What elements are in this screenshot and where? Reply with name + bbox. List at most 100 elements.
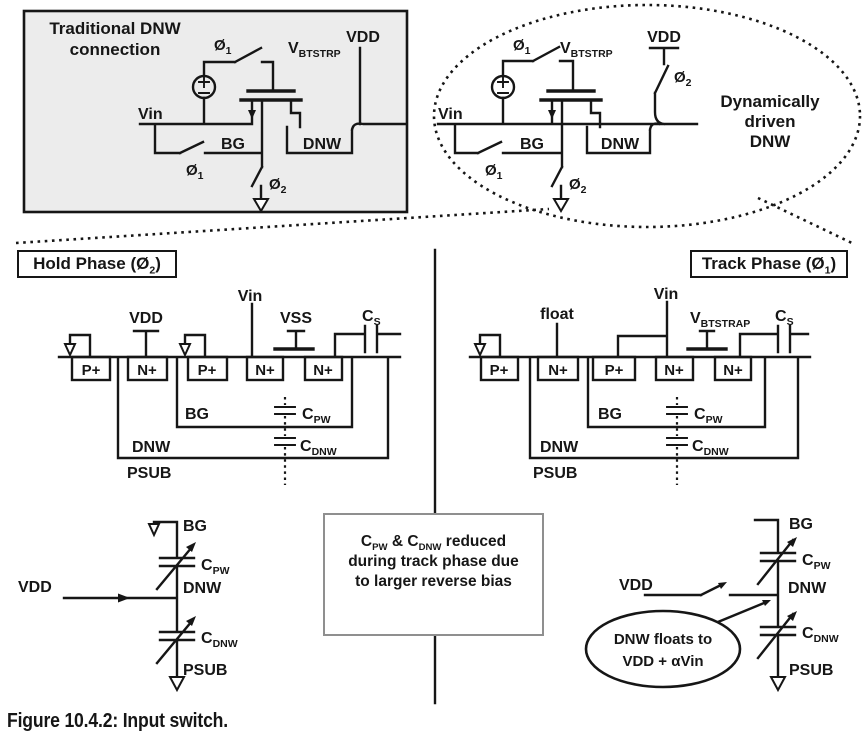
phi1-top-label: Ø1	[513, 37, 531, 57]
dnw-label: DNW	[183, 580, 222, 597]
callout-lines	[15, 3, 862, 245]
vdd-label: VDD	[129, 310, 163, 327]
substrate-wires	[468, 300, 812, 460]
plus-minus-signs	[198, 76, 210, 94]
cdnw-label: CDNW	[692, 438, 729, 458]
phi2-label: Ø2	[269, 176, 287, 196]
circuit-wires	[436, 45, 699, 201]
ground-arrow-icon	[63, 343, 77, 358]
model-wires	[62, 520, 196, 679]
ground-arrow-icon	[769, 676, 787, 693]
vdd-label: VDD	[18, 579, 52, 596]
cpw-label: CPW	[302, 406, 331, 426]
dnw-label: DNW	[788, 580, 827, 597]
varactor-arrow-icon	[186, 616, 196, 626]
phi1-lower-label: Ø1	[186, 162, 204, 182]
psub-region-label: PSUB	[533, 465, 577, 482]
cpw-label: CPW	[201, 557, 230, 577]
well-box-n2	[245, 355, 285, 382]
bg-region-label: BG	[185, 406, 209, 423]
mosfet-gate-icon	[539, 89, 603, 102]
well-label: N+	[664, 362, 684, 379]
panel-background	[22, 9, 409, 214]
junction-cap-plates	[274, 406, 296, 446]
note-line3: DNW	[749, 132, 791, 151]
callout-dotted-line	[15, 196, 853, 245]
well-box-p2	[591, 355, 637, 382]
vbtstrap-label: VBTSTRAP	[690, 310, 750, 330]
substrate-wires	[57, 302, 402, 460]
model-wires	[643, 518, 797, 679]
dnw-label: DNW	[601, 136, 640, 153]
dnw-region-label: DNW	[540, 439, 579, 456]
ground-arrow-icon	[252, 198, 270, 213]
varactor-arrow-icon	[787, 537, 797, 547]
vin-label: Vin	[138, 106, 163, 123]
note-line3: to larger reverse bias	[355, 573, 512, 590]
bg-region-label: BG	[598, 406, 622, 423]
well-label: P+	[198, 362, 217, 379]
well-box-n2	[654, 355, 695, 382]
dnw-region-label: DNW	[132, 439, 171, 456]
bg-label: BG	[183, 518, 207, 535]
psub-label: PSUB	[183, 662, 227, 679]
psub-region-label: PSUB	[127, 465, 171, 482]
switch-arrow-icon	[718, 582, 727, 589]
hold-phase-cross-section: P+ N+ P+ N+ N+ VDD Vin VSS CS BG DNW PSU…	[57, 288, 402, 485]
ground-arrow-icon	[168, 676, 186, 693]
well-box-n1	[536, 355, 580, 382]
well-box-n3	[303, 355, 344, 382]
cdnw-label: CDNW	[300, 438, 337, 458]
hold-capacitance-model: BG CPW VDD DNW CDNW PSUB	[18, 518, 238, 693]
well-label: P+	[605, 362, 624, 379]
well-box-p1	[479, 355, 520, 382]
hold-phase-text: Hold Phase (Ø2)	[33, 254, 161, 277]
vdd-arrow-icon	[118, 593, 130, 603]
vin-label: Vin	[438, 106, 463, 123]
vss-label: VSS	[280, 310, 312, 327]
well-label: N+	[723, 362, 743, 379]
dashed-ellipse	[432, 3, 862, 229]
cpw-label: CPW	[802, 552, 831, 572]
current-arrow-icon	[548, 110, 556, 119]
vbtstrp-label: VBTSTRP	[560, 40, 613, 60]
ground-arrow-icon	[552, 198, 570, 213]
figure-caption: Figure 10.4.2: Input switch.	[7, 710, 228, 732]
ground-arrow-icon	[473, 343, 487, 358]
plus-minus-signs	[497, 76, 509, 94]
balloon-text-line1: DNW floats to	[614, 631, 712, 648]
note-line1: Dynamically	[720, 92, 820, 111]
vdd-label: VDD	[619, 577, 653, 594]
vin-label: Vin	[238, 288, 263, 305]
phi1-top-label: Ø1	[214, 37, 232, 57]
well-label: N+	[548, 362, 568, 379]
circuit-wires	[138, 46, 408, 201]
well-box-n1	[126, 355, 169, 382]
title-line2: connection	[69, 40, 161, 59]
vdd-label: VDD	[346, 29, 380, 46]
vin-label: Vin	[654, 286, 679, 303]
dynamically-driven-note: Dynamically driven DNW	[700, 92, 840, 152]
track-phase-label: Track Phase (Ø1)	[690, 250, 848, 278]
cdnw-label: CDNW	[802, 625, 839, 645]
well-label: P+	[490, 362, 509, 379]
well-box-n3	[713, 355, 753, 382]
reduced-capacitance-note: CPW & CDNW reduced during track phase du…	[323, 513, 544, 636]
varactor-arrow-icon	[186, 542, 196, 552]
cs-label: CS	[775, 308, 794, 328]
cpw-label: CPW	[694, 406, 723, 426]
dynamic-dnw-circuit: Ø1 VBTSTRP VDD Ø2 Vin BG DNW Ø1 Ø2	[436, 29, 699, 213]
dnw-label: DNW	[303, 136, 342, 153]
floats-balloon	[584, 609, 742, 689]
phi2-label: Ø2	[569, 176, 587, 196]
cs-label: CS	[362, 308, 381, 328]
traditional-dnw-circuit: Ø1 VBTSTRP VDD Vin BG DNW Ø1 Ø2	[22, 9, 409, 214]
hold-phase-label: Hold Phase (Ø2)	[17, 250, 177, 278]
current-arrow-icon	[248, 110, 256, 119]
track-phase-cross-section: P+ N+ P+ N+ N+ float Vin VBTSTRAP CS BG …	[468, 286, 812, 485]
phi1-lower-label: Ø1	[485, 162, 503, 182]
balloon-arrow-icon	[762, 600, 771, 606]
well-label: N+	[255, 362, 275, 379]
